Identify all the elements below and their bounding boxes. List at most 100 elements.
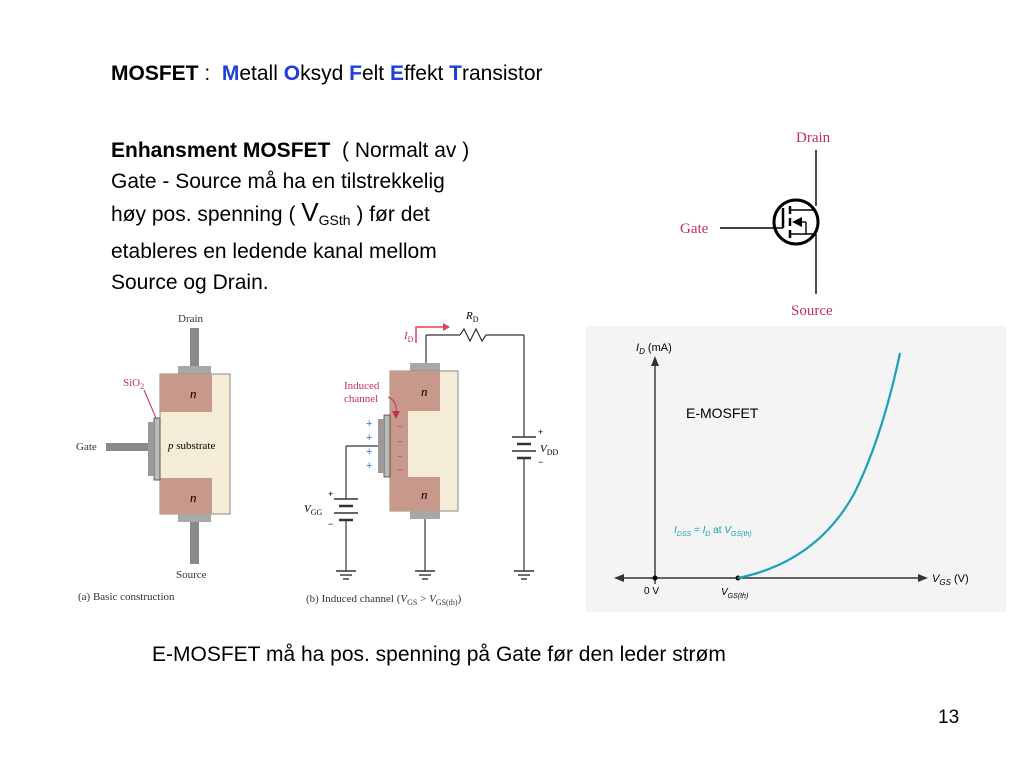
- y-sub: D: [639, 347, 645, 356]
- rd-sym: R: [465, 310, 473, 322]
- intro-line-2-post: ) før det: [356, 203, 430, 226]
- induced-pointer-head-icon: [392, 411, 400, 419]
- caption-gt: >: [417, 593, 429, 605]
- f-c: V: [724, 525, 732, 536]
- construction-source-label: Source: [176, 569, 207, 581]
- construction-gate-lead: [106, 443, 148, 451]
- x-sym: V: [932, 573, 941, 585]
- caption-s2: GS(th): [436, 598, 458, 607]
- transfer-curve: [737, 352, 902, 580]
- title-initial-t: T: [449, 62, 462, 85]
- construction-sio2-label: SiO2: [123, 377, 144, 391]
- intro-line-4: Source og Drain.: [111, 271, 269, 294]
- basic-construction-diagram: Drain n n Gate p substrate SiO2 Source (…: [76, 313, 231, 603]
- vgg-plus: +: [328, 489, 333, 499]
- gate-plus-signs-2: +: [366, 432, 372, 444]
- origin-label: 0 V: [644, 586, 659, 597]
- construction-substrate-word: substrate: [176, 440, 215, 452]
- symbol-gate-label: Gate: [680, 221, 709, 237]
- transfer-characteristic-graph: ID (mA) VGS (V) 0 V VGS(th) E-MOSFET IDS…: [586, 326, 1006, 612]
- caption-post: ): [458, 593, 462, 605]
- x-unit: (V): [951, 573, 969, 585]
- construction-gate-plate: [148, 422, 154, 476]
- y-unit: (mA): [645, 342, 672, 354]
- vgg-sub: GG: [311, 508, 323, 517]
- title-word-5: ransistor: [461, 62, 543, 85]
- construction-n-bottom: [160, 478, 212, 514]
- vdd-sub: DD: [547, 448, 559, 457]
- idss-formula: IDSS = ID at VGS(th): [674, 525, 752, 538]
- gate-plus-signs-4: +: [366, 460, 372, 472]
- intro-heading: Enhansment MOSFET: [111, 139, 331, 162]
- vgg-minus: −: [328, 519, 333, 529]
- f-c-sub: GS(th): [731, 531, 752, 538]
- rd-label: RD: [465, 310, 479, 324]
- vth-sub: GS(th): [728, 593, 749, 600]
- construction-caption: (a) Basic construction: [78, 591, 175, 603]
- channel-minus-signs-3: −: [397, 452, 403, 463]
- title-separator: :: [204, 62, 211, 85]
- title-word-2: ksyd: [300, 62, 344, 85]
- construction-n-bottom-label: n: [190, 490, 197, 505]
- title-word-4: ffekt: [403, 62, 444, 85]
- construction-source-contact: [178, 514, 211, 522]
- y-axis-arrow-icon: [651, 356, 659, 366]
- intro-line-2-pre: høy pos. spenning (: [111, 203, 296, 226]
- gate-plus-signs: +: [366, 418, 372, 430]
- threshold-label: VGS(th): [721, 587, 748, 600]
- channel-minus-signs: −: [397, 422, 403, 433]
- construction-oxide-layer: [153, 417, 161, 481]
- vth-sym: V: [721, 587, 729, 598]
- symbol-drain-label: Drain: [796, 130, 831, 146]
- intro-line-2: høy pos. spenning ( VGSth ) før det: [111, 197, 581, 236]
- induced-n-top-label: n: [421, 384, 428, 399]
- induced-n-top: [390, 371, 440, 411]
- intro-line-1: Gate - Source må ha en tilstrekkelig: [111, 170, 445, 193]
- caption-v1: V: [400, 593, 408, 605]
- vdd-minus: −: [538, 457, 543, 467]
- graph-background: [586, 326, 1006, 612]
- summary-statement: E-MOSFET må ha pos. spenning på Gate før…: [152, 643, 726, 666]
- induced-channel: [390, 411, 408, 477]
- construction-n-top: [160, 374, 212, 412]
- f-eq: =: [691, 525, 702, 536]
- induced-n-bottom: [390, 477, 440, 511]
- f-b-sub: D: [705, 531, 710, 538]
- id-current-arrow-icon: [415, 326, 448, 343]
- origin-point: [652, 575, 658, 581]
- title-prefix: MOSFET: [111, 62, 199, 85]
- construction-drain-lead: [190, 328, 199, 374]
- rd-sub: D: [473, 315, 479, 324]
- channel-minus-signs-2: −: [397, 437, 403, 448]
- x-axis-arrow-left-icon: [614, 574, 624, 582]
- title-initial-o: O: [283, 62, 301, 85]
- id-arrowhead-icon: [443, 323, 450, 331]
- id-label: ID: [403, 330, 414, 344]
- vdd-plus: +: [538, 427, 543, 437]
- page-number: 13: [938, 707, 960, 728]
- x-sub: GS: [939, 578, 951, 587]
- title-word-1: etall: [239, 62, 278, 85]
- symbol-arrow-icon: [792, 217, 802, 227]
- caption-s1: GS: [407, 598, 417, 607]
- y-sym: I: [636, 342, 639, 354]
- caption-pre: (b) Induced channel (: [306, 593, 401, 605]
- induced-label-1: Induced: [344, 380, 380, 392]
- intro-heading-note: ( Normalt av ): [342, 139, 470, 162]
- vgsth-symbol: V: [301, 197, 319, 227]
- construction-n-top-label: n: [190, 386, 197, 401]
- symbol-source-label: Source: [791, 303, 833, 319]
- construction-substrate-p: p: [167, 440, 174, 452]
- symbol-body-circle: [772, 198, 820, 246]
- gate-plus-signs-3: +: [366, 446, 372, 458]
- title-initial-m: M: [221, 62, 240, 85]
- f-a-sub: DSS: [677, 531, 692, 538]
- vgg-sym: V: [304, 503, 312, 515]
- f-at: at: [710, 525, 724, 536]
- intro-line-3: etableres en ledende kanal mellom: [111, 240, 437, 263]
- intro-heading-line: Enhansment MOSFET ( Normalt av ): [111, 135, 581, 166]
- construction-source-lead: [190, 522, 199, 564]
- f-b: I: [703, 525, 706, 536]
- title-initial-f: F: [349, 62, 362, 85]
